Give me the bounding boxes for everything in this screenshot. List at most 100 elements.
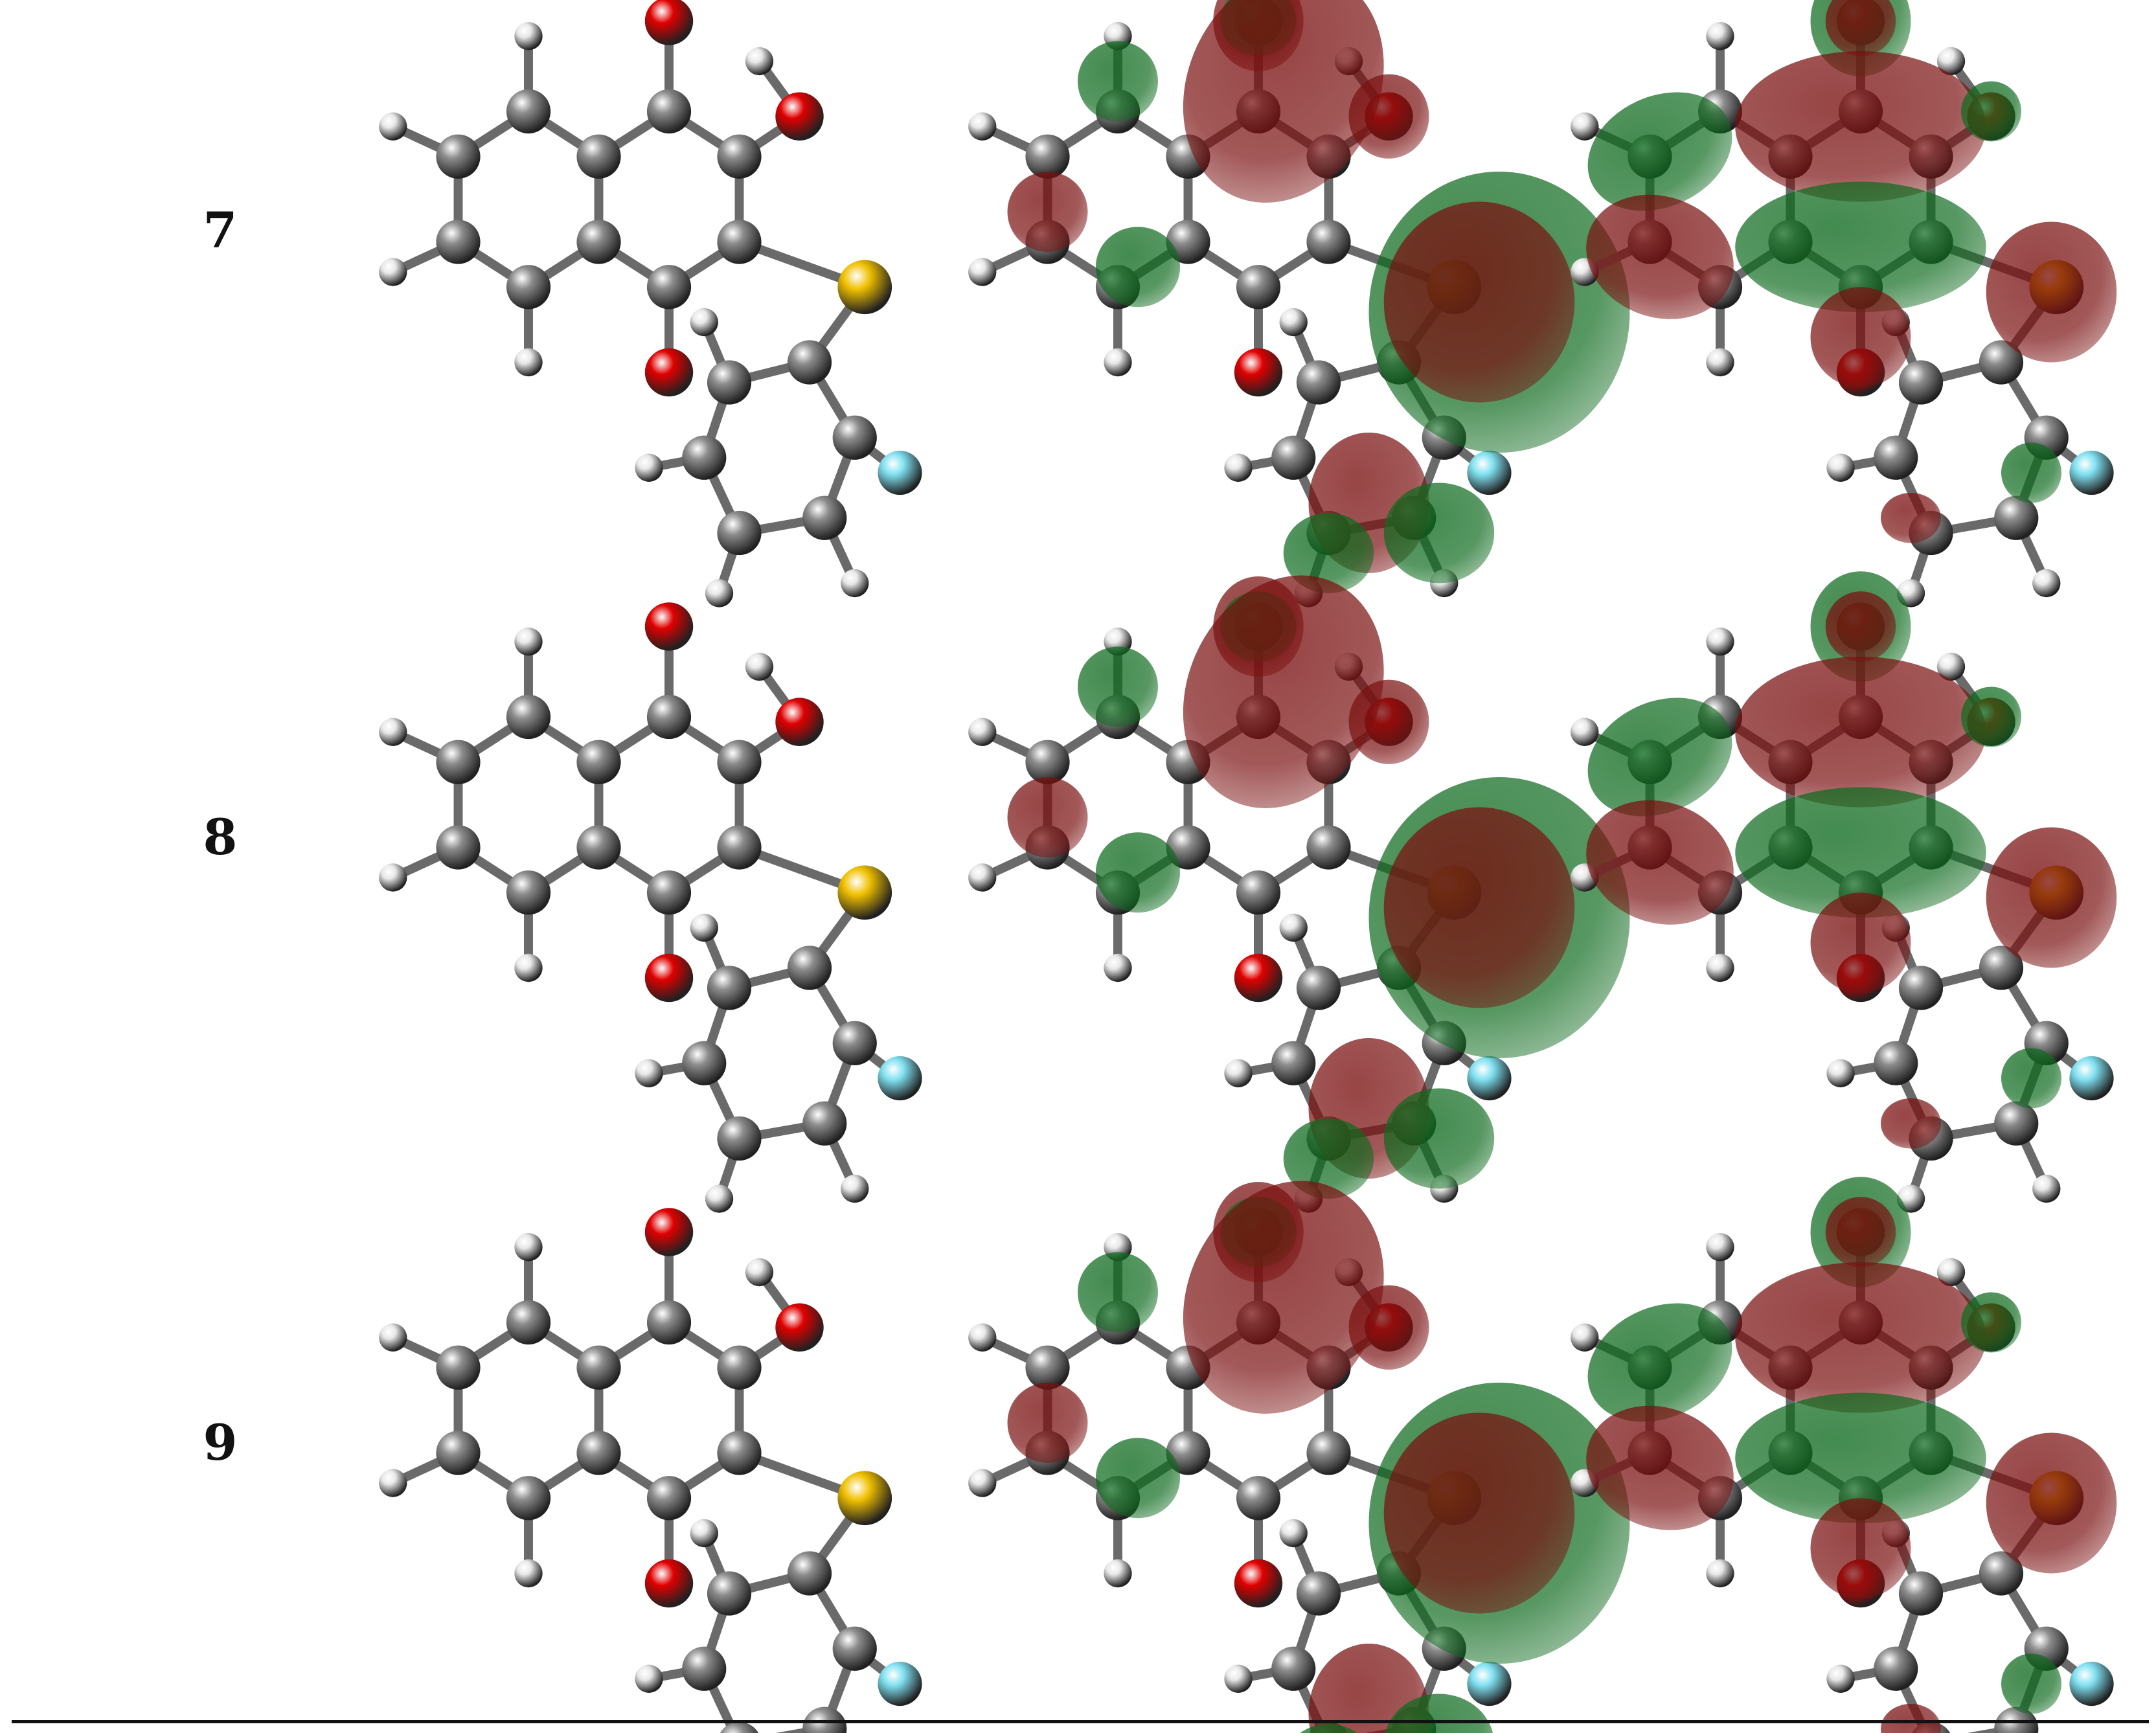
orbital-lobe-negative: [1961, 81, 2021, 142]
orbital-lobe-positive: [1383, 807, 1575, 1008]
orbital-lobe-positive: [1007, 172, 1088, 252]
atom-h: [745, 47, 774, 76]
atom-h: [514, 1559, 543, 1588]
structure-row-2: [379, 602, 922, 1213]
atom-f: [878, 450, 922, 495]
atom-h: [968, 1323, 997, 1352]
atom-o: [644, 602, 694, 651]
atom-c: [436, 220, 481, 264]
atom-h: [690, 1519, 718, 1548]
atom-c: [646, 89, 692, 134]
orbital-b-row-1: [1571, 0, 2117, 607]
atom-c: [717, 1431, 762, 1475]
atom-h: [745, 652, 774, 681]
atom-h: [690, 308, 718, 337]
orbital-lobe-positive: [1183, 1181, 1384, 1414]
atom-f: [878, 1661, 922, 1706]
atom-c: [506, 694, 551, 740]
orbital-lobe-negative: [1383, 482, 1495, 583]
atom-h: [1706, 628, 1734, 656]
atom-c: [1874, 435, 1918, 480]
atom-h: [1706, 953, 1734, 982]
orbital-lobe-negative: [1095, 832, 1181, 913]
orbital-lobe-negative: [2001, 442, 2061, 503]
orbital-lobe-positive: [1986, 1433, 2117, 1574]
atom-h: [1706, 22, 1734, 51]
orbital-lobe-positive: [1986, 827, 2117, 968]
atom-h: [1571, 718, 1599, 746]
atom-c: [506, 1476, 551, 1521]
orbital-lobe-negative: [1383, 1088, 1495, 1189]
orbital-lobe-positive: [1586, 1405, 1734, 1530]
orbital-lobe-negative: [2001, 1048, 2061, 1109]
atom-h: [514, 22, 543, 51]
orbital-lobe-positive: [1735, 51, 1986, 202]
atom-h: [1706, 1233, 1734, 1262]
atom-o: [1234, 953, 1283, 1002]
atom-c: [1306, 1431, 1351, 1475]
atom-c: [1979, 340, 2024, 385]
atom-c: [832, 1626, 877, 1671]
orbital-lobe-negative: [1587, 697, 1732, 817]
atom-h: [635, 453, 663, 482]
atom-c: [646, 870, 692, 915]
orbital-lobe-negative: [1300, 1724, 1357, 1733]
atom-c: [717, 134, 762, 179]
orbital-lobe-negative: [1078, 41, 1158, 122]
atom-c: [646, 265, 692, 310]
atom-c: [720, 1721, 759, 1733]
atom-h: [1936, 47, 1966, 76]
atom-c: [1898, 966, 1944, 1010]
atom-o: [1234, 1559, 1283, 1608]
atom-h: [1706, 348, 1734, 377]
orbital-lobe-positive: [1586, 194, 1734, 319]
atom-c: [787, 946, 832, 990]
atom-h: [1104, 953, 1132, 982]
orbital-a-row-3: [968, 1181, 1630, 1733]
atom-h: [968, 258, 997, 286]
atom-c: [1236, 1476, 1281, 1521]
orbital-lobe-positive: [1881, 1098, 1941, 1149]
orbital-lobe-negative: [1961, 1292, 2021, 1353]
atom-h: [1224, 453, 1253, 482]
orbital-lobe-positive: [1586, 800, 1734, 925]
atom-s: [837, 865, 892, 920]
orbital-lobe-positive: [1986, 221, 2117, 363]
atom-c: [1271, 1646, 1316, 1691]
atom-f: [1467, 1056, 1512, 1101]
atom-c: [576, 1431, 621, 1475]
atom-o: [644, 1208, 694, 1256]
atom-c: [1898, 360, 1944, 405]
atom-c: [576, 220, 621, 264]
atom-o: [644, 0, 694, 45]
atom-h: [841, 1174, 869, 1203]
orbital-lobe-positive: [1810, 1498, 1911, 1599]
orbital-lobe-positive: [1383, 1412, 1575, 1614]
orbital-b-row-3: [1571, 1177, 2117, 1733]
atom-c: [1979, 1551, 2024, 1596]
orbital-lobe-positive: [1348, 1285, 1429, 1370]
atom-f: [878, 1056, 922, 1101]
row-label-9: 9: [203, 1414, 238, 1471]
atom-c: [436, 740, 481, 784]
atom-c: [646, 694, 692, 740]
orbital-a-row-1: [968, 0, 1630, 607]
atom-h: [968, 112, 997, 141]
orbital-lobe-negative: [1095, 1438, 1181, 1519]
atom-c: [1994, 495, 2039, 540]
atom-c: [436, 825, 481, 870]
atom-s: [837, 260, 892, 315]
atom-c: [1296, 360, 1341, 405]
atom-c: [802, 1706, 847, 1733]
atom-c: [1874, 1646, 1918, 1691]
atom-c: [787, 1551, 832, 1596]
atom-c: [787, 340, 832, 385]
orbital-lobe-positive: [1810, 892, 1911, 993]
atom-h: [1104, 348, 1132, 377]
orbital-lobe-positive: [1735, 1262, 1986, 1413]
atom-h: [379, 863, 407, 892]
row-label-8: 8: [203, 808, 238, 866]
atom-h: [514, 348, 543, 377]
atom-c: [576, 1345, 621, 1390]
